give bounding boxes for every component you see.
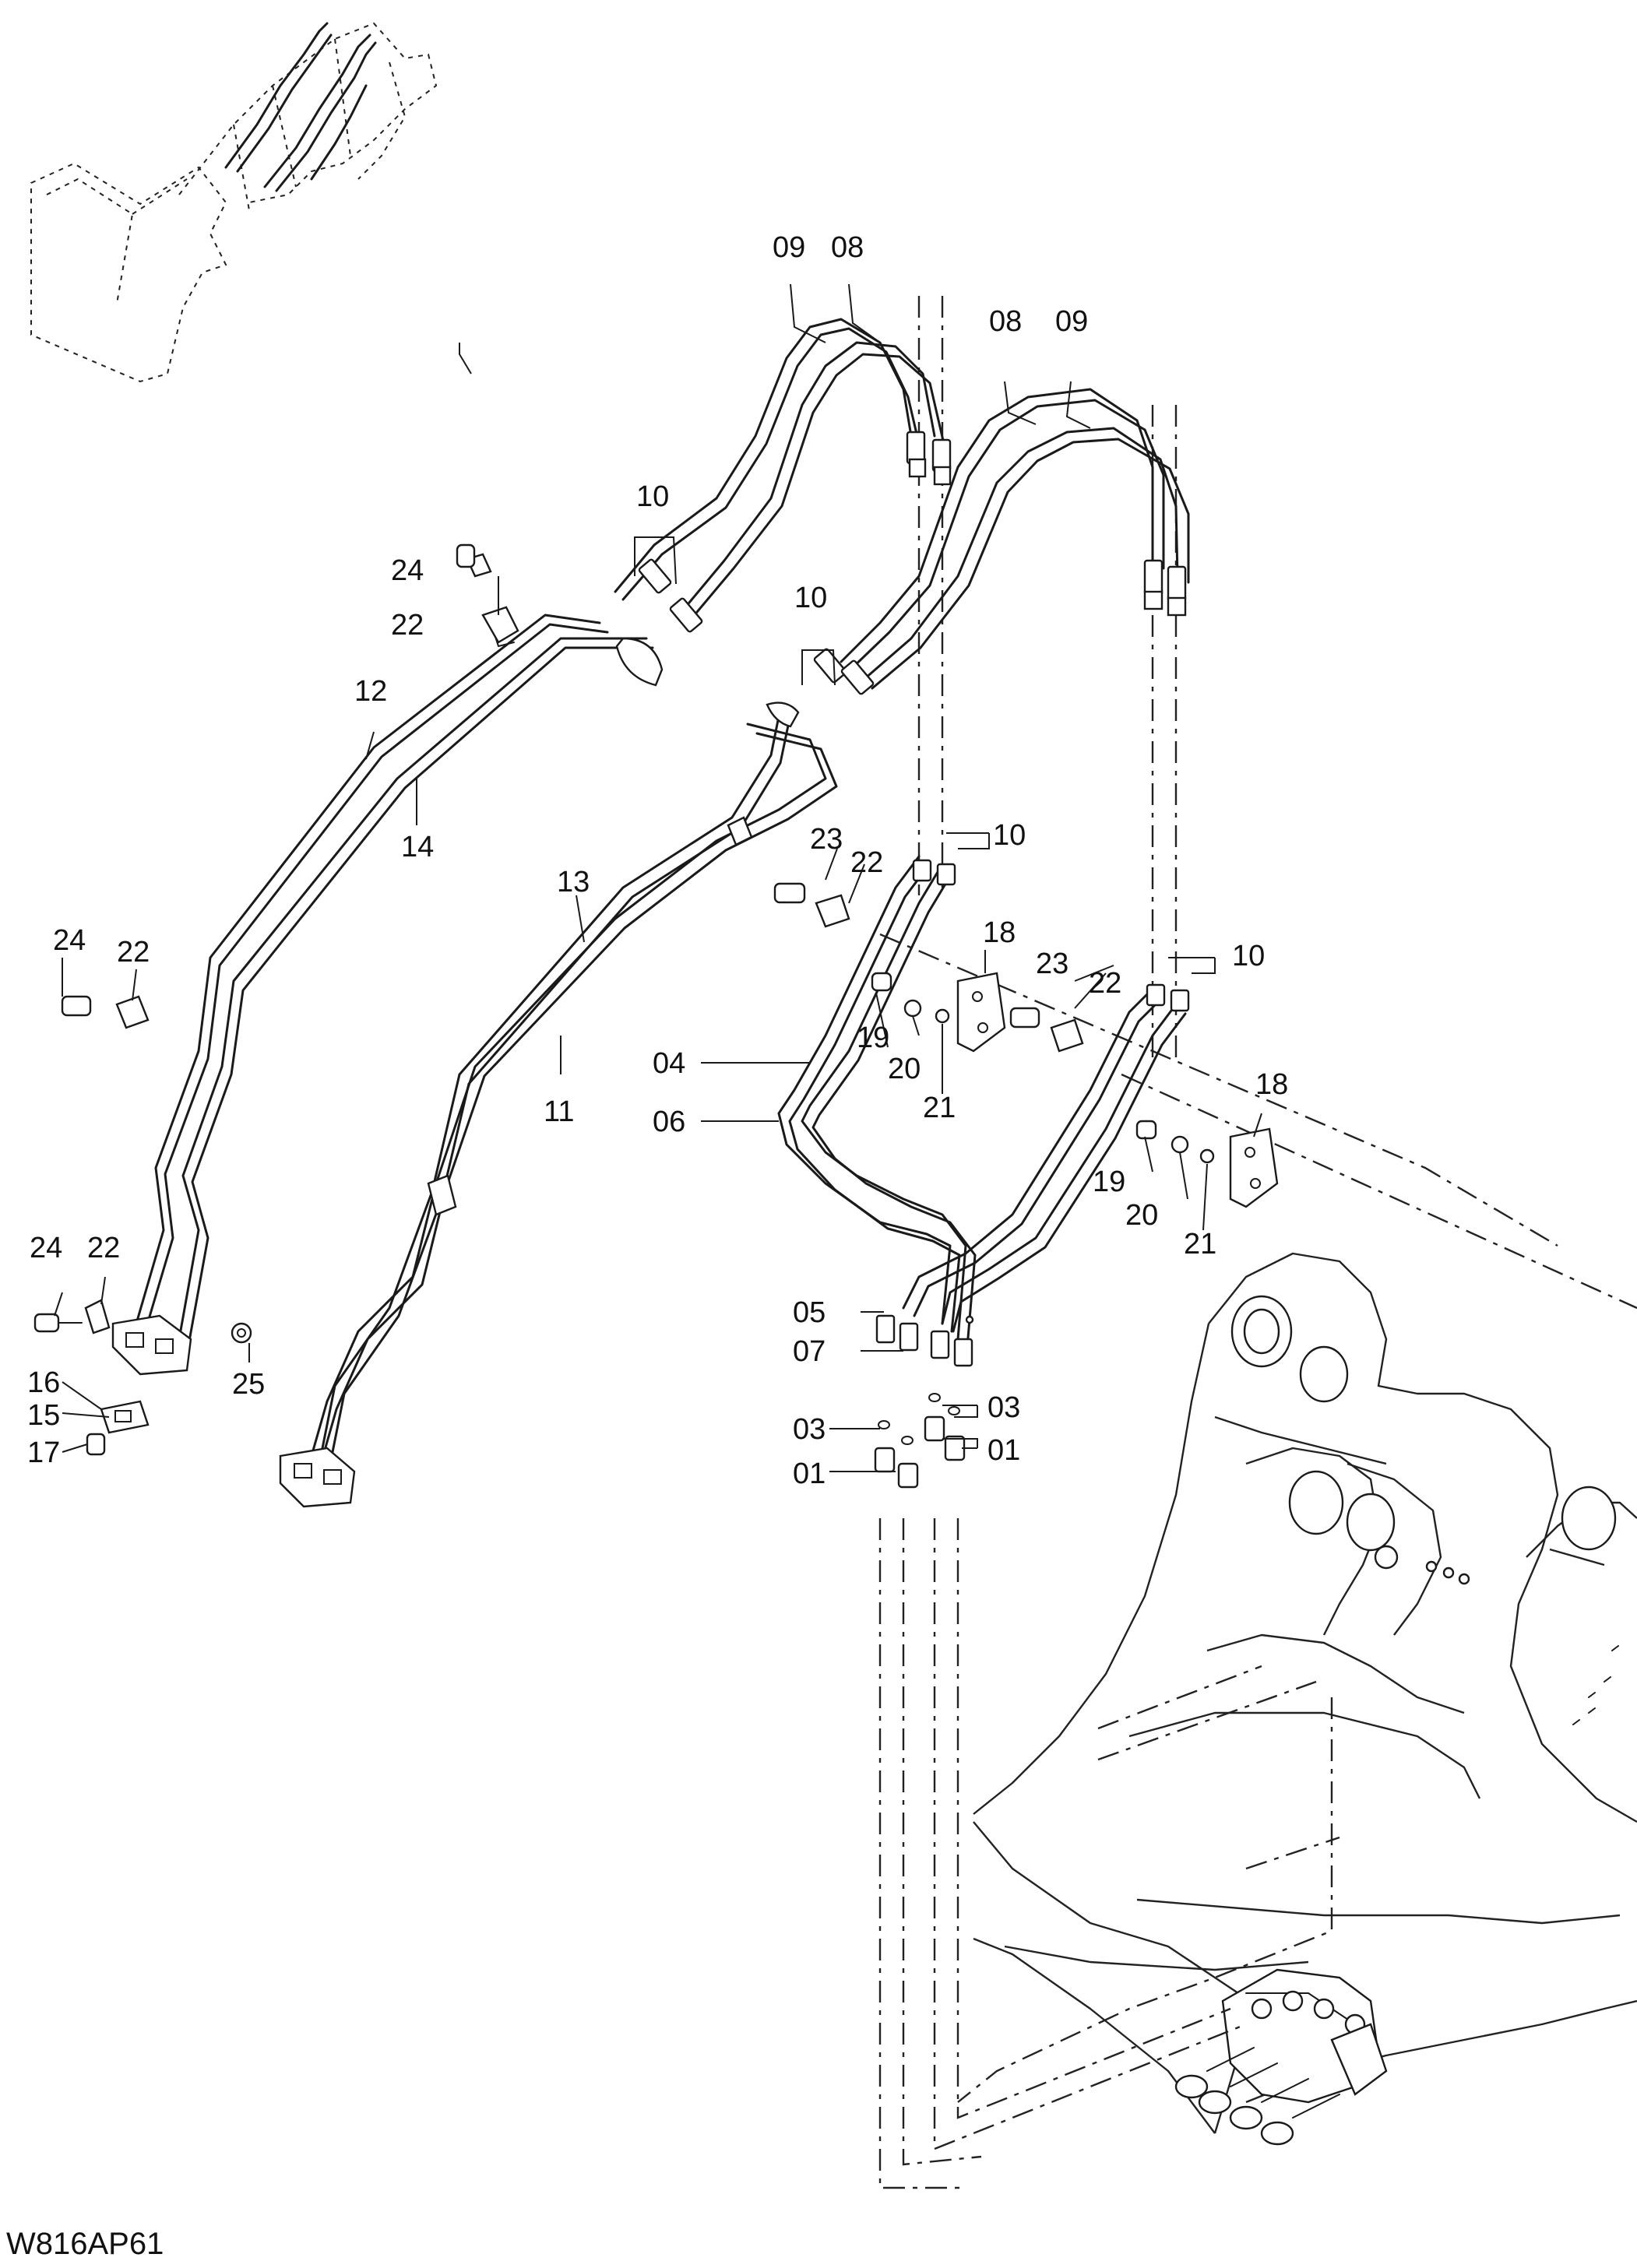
callout-label: 03 [793, 1413, 826, 1446]
callout-label: 21 [923, 1092, 956, 1124]
callout-label: 14 [401, 831, 434, 863]
callout-label: 22 [1089, 967, 1121, 1000]
callout-label: 08 [989, 305, 1022, 338]
callout-label: 24 [53, 924, 86, 957]
callout-label: 09 [1055, 305, 1088, 338]
callout-label: 10 [1232, 940, 1265, 972]
callout-label: 22 [850, 846, 883, 879]
callout-label: 18 [983, 916, 1016, 949]
callout-label: 09 [773, 231, 805, 264]
callout-label: 25 [232, 1368, 265, 1401]
callout-label: 15 [27, 1399, 60, 1432]
hose-pair-right [813, 388, 1190, 695]
tubes-12-14 [111, 614, 664, 1376]
callout-label: 20 [888, 1053, 921, 1085]
callout-label: 10 [993, 819, 1026, 852]
callout-label: 10 [636, 480, 669, 513]
callout-label: 22 [87, 1232, 120, 1264]
callout-label: 23 [1036, 948, 1068, 980]
callout-label: 22 [117, 936, 150, 969]
loader-thumbnail [30, 22, 438, 383]
callout-label: 08 [831, 231, 864, 264]
control-valve [1174, 1968, 1388, 2146]
callout-label: 12 [354, 675, 387, 708]
callout-label: 01 [987, 1434, 1020, 1467]
tubes-11-13 [279, 701, 838, 1508]
callout-label: 11 [544, 1095, 574, 1128]
fittings [874, 1393, 966, 1489]
clamps-and-hardware [33, 543, 1279, 1456]
callout-label: 16 [27, 1366, 60, 1399]
callout-label: 20 [1125, 1199, 1158, 1232]
callout-label: 04 [653, 1047, 685, 1080]
callout-label: 03 [987, 1391, 1020, 1424]
diagram-code: W816AP61 [6, 2227, 164, 2261]
callout-label: 22 [391, 609, 424, 642]
tubes-04-06 [777, 855, 1190, 1367]
callout-label: 24 [391, 554, 424, 587]
callout-label: 07 [793, 1335, 826, 1368]
extension-lines [878, 296, 1637, 2189]
callout-label: 21 [1184, 1228, 1216, 1261]
callout-label: 06 [653, 1106, 685, 1138]
callout-label: 19 [857, 1021, 889, 1054]
callout-label: 19 [1093, 1166, 1125, 1198]
callout-label: 24 [30, 1232, 62, 1264]
callout-label: 18 [1255, 1068, 1288, 1101]
callout-label: 23 [810, 823, 843, 856]
callout-labels: 09 08 08 09 10 24 22 10 12 14 10 23 22 1… [27, 231, 1288, 1490]
callout-label: 10 [794, 582, 827, 614]
callout-label: 17 [27, 1436, 60, 1469]
callout-label: 13 [557, 866, 590, 898]
hose-pair-left [614, 318, 952, 633]
callout-label: 01 [793, 1457, 826, 1490]
leader-lines [54, 283, 1262, 1472]
callout-label: 05 [793, 1296, 826, 1329]
